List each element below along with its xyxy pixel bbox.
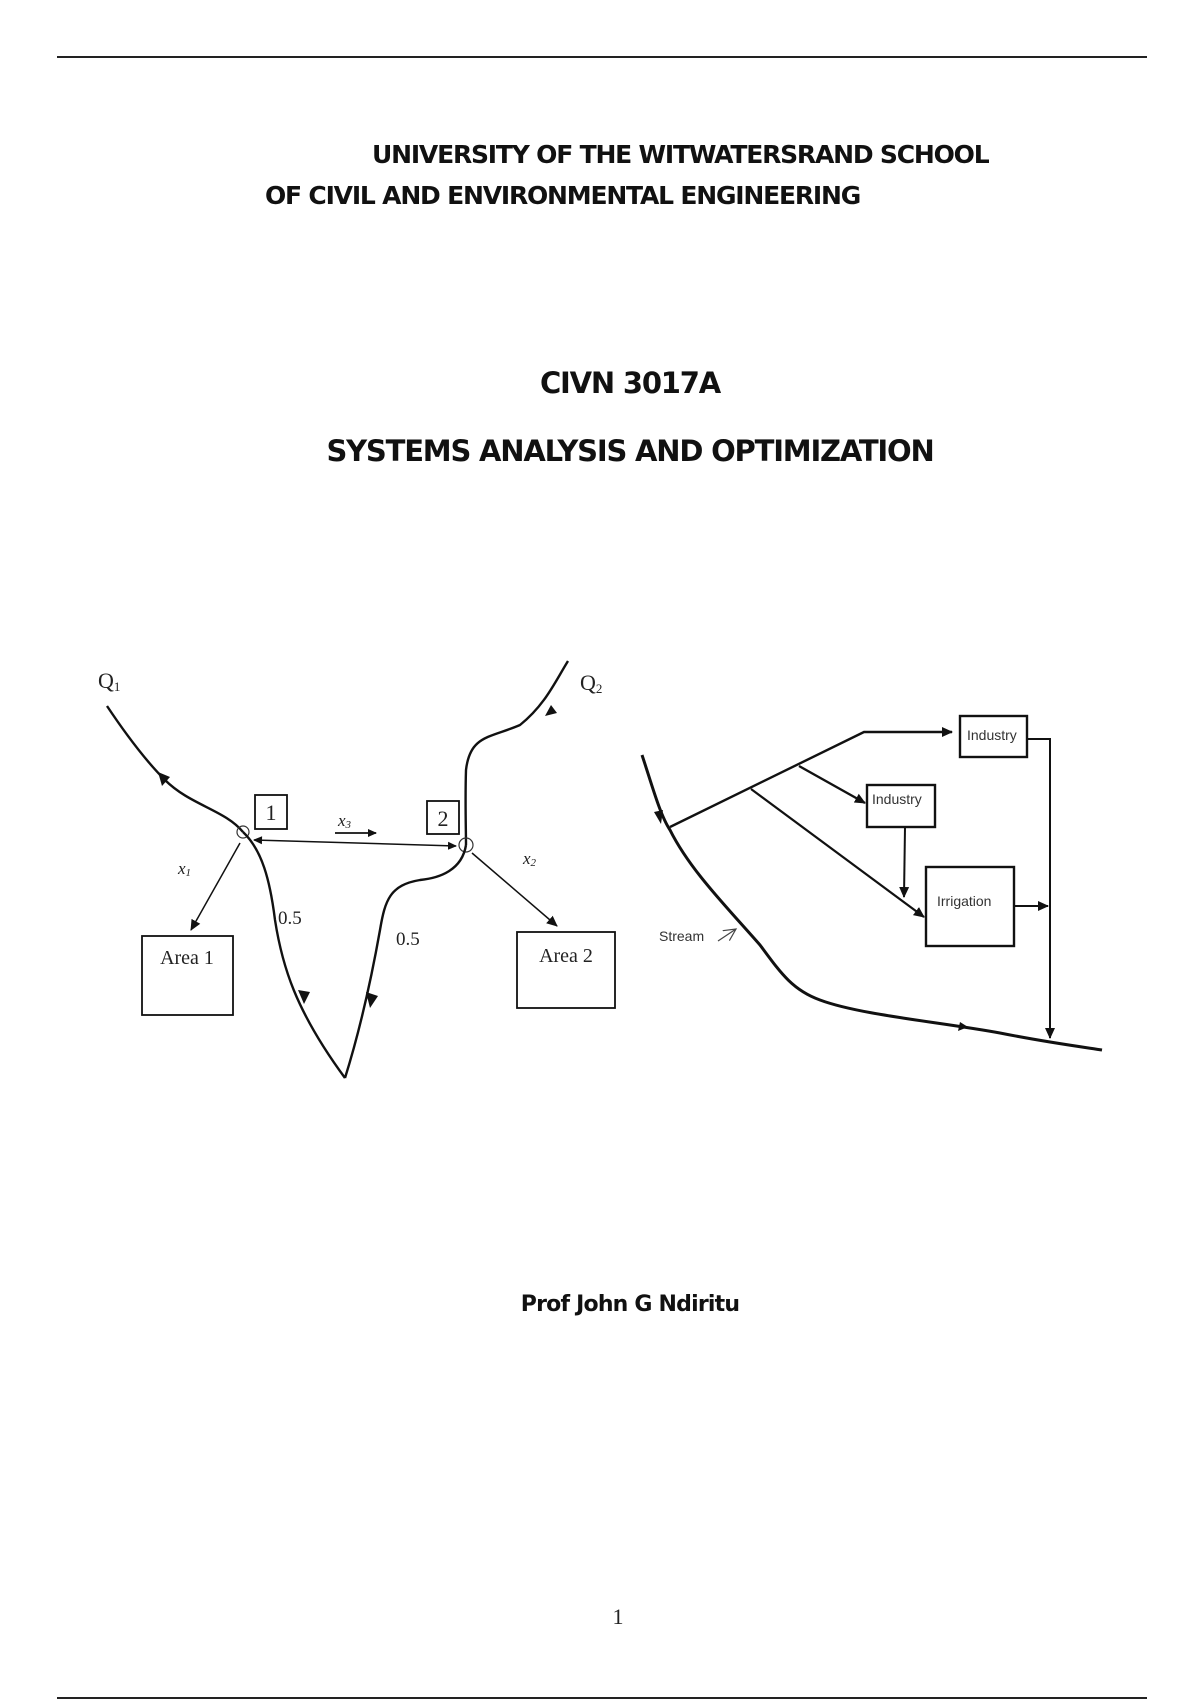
area-2-box (516, 931, 616, 1009)
course-title: SYSTEMS ANALYSIS AND OPTIMIZATION (326, 434, 934, 468)
area-2-label: Area 2 (539, 945, 593, 967)
river-1-lower (242, 831, 346, 1079)
stream-pointer-icon (717, 929, 736, 942)
area-1-box (141, 935, 234, 1016)
x2-label: x2 (522, 849, 537, 869)
allocation-x1-arrow (190, 842, 241, 931)
node-1-junction (236, 825, 250, 839)
area-1-label: Area 1 (160, 947, 214, 969)
river-2-lower (343, 844, 468, 1079)
river-network-diagram: Q1 Q2 1 2 x3 x1 Area 1 x2 Area 2 0 (98, 660, 616, 1079)
industry-mid-to-irrigation (899, 826, 910, 898)
node-1-box (254, 794, 288, 830)
river-1-upper (106, 705, 244, 833)
river-2-lower-arrow-icon (366, 992, 378, 1008)
river-2-upper (464, 660, 570, 846)
stream-arrow-upper-icon (654, 810, 663, 824)
page-number: 1 (612, 1604, 624, 1629)
x3-label: x3 (337, 811, 352, 831)
irrigation-box (924, 865, 1016, 948)
industry-top-return (1027, 738, 1055, 1039)
bottom-rule (57, 1697, 1147, 1699)
stream-allocation-diagram: Stream Industry Industry Irrigation (640, 714, 1103, 1052)
river-2-arrow-icon (545, 705, 557, 716)
irrigation-label: Irrigation (937, 893, 991, 909)
stream-arrow-lower-icon (958, 1022, 968, 1031)
industry-mid-label: Industry (872, 791, 922, 807)
inflow-q2-label: Q2 (580, 670, 602, 696)
inflow-q1-label: Q1 (98, 668, 120, 694)
fraction-right-label: 0.5 (396, 929, 420, 950)
transfer-x3-line (253, 836, 457, 850)
stream-line (640, 754, 1103, 1052)
course-code: CIVN 3017A (539, 366, 721, 400)
industry-top-label: Industry (967, 727, 1017, 743)
allocation-x2-arrow (471, 852, 558, 927)
diversion-to-irrigation (750, 788, 925, 918)
institution-line-2: OF CIVIL AND ENVIRONMENTAL ENGINEERING (265, 181, 861, 210)
river-1-lower-arrow-icon (298, 990, 310, 1004)
river-1-arrow-icon (158, 772, 170, 786)
stream-label: Stream (659, 928, 704, 944)
top-rule (57, 56, 1147, 58)
diversion-to-industry-mid (798, 764, 866, 805)
author-name: Prof John G Ndiritu (520, 1292, 740, 1317)
industry-top-box (958, 714, 1029, 759)
node-2-box (426, 800, 460, 835)
node-2-junction (458, 837, 474, 853)
fraction-left-label: 0.5 (278, 908, 302, 929)
x1-label: x1 (177, 859, 191, 879)
institution-line-1: UNIVERSITY OF THE WITWATERSRAND SCHOOL (372, 140, 990, 169)
industry-mid-box (865, 783, 937, 829)
diversion-main-channel (669, 727, 953, 829)
node-2-label: 2 (438, 806, 449, 831)
node-1-label: 1 (266, 800, 277, 825)
